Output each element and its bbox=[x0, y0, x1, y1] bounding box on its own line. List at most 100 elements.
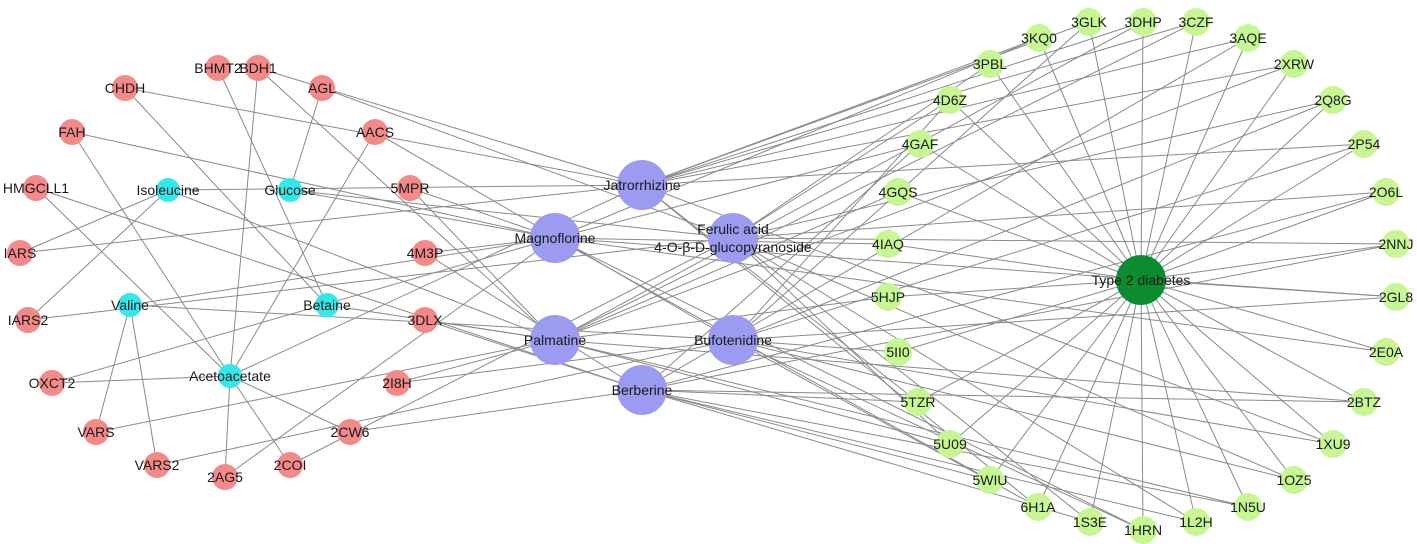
node-2p54[interactable]: 2P54 bbox=[1348, 130, 1381, 158]
node-circle-vars[interactable] bbox=[83, 419, 109, 445]
node-circle-magnoflorine[interactable] bbox=[530, 213, 580, 263]
node-circle-4iaq[interactable] bbox=[874, 230, 902, 258]
node-iars[interactable]: IARS bbox=[4, 240, 37, 266]
node-circle-vars2[interactable] bbox=[144, 452, 170, 478]
node-3pbl[interactable]: 3PBL bbox=[973, 50, 1007, 78]
node-circle-oxct2[interactable] bbox=[39, 370, 65, 396]
node-circle-2gl8[interactable] bbox=[1382, 283, 1410, 311]
node-2coi[interactable]: 2COI bbox=[274, 452, 307, 478]
node-circle-1l2h[interactable] bbox=[1182, 508, 1210, 536]
node-circle-iars2[interactable] bbox=[15, 307, 41, 333]
node-circle-5u09[interactable] bbox=[936, 430, 964, 458]
node-circle-hmgcll1[interactable] bbox=[23, 175, 49, 201]
node-oxct2[interactable]: OXCT2 bbox=[29, 370, 76, 396]
node-2btz[interactable]: 2BTZ bbox=[1347, 388, 1382, 416]
node-3dhp[interactable]: 3DHP bbox=[1124, 8, 1162, 36]
node-circle-2ag5[interactable] bbox=[212, 464, 238, 490]
node-2gl8[interactable]: 2GL8 bbox=[1379, 283, 1413, 311]
node-circle-2q8g[interactable] bbox=[1319, 86, 1347, 114]
node-4gqs[interactable]: 4GQS bbox=[879, 178, 918, 206]
node-circle-2i8h[interactable] bbox=[384, 370, 410, 396]
node-circle-1oz5[interactable] bbox=[1280, 466, 1308, 494]
node-bhmt2[interactable]: BHMT2 bbox=[194, 55, 242, 81]
node-bdh1[interactable]: BDH1 bbox=[239, 55, 277, 81]
node-betaine[interactable]: Betaine bbox=[303, 293, 351, 317]
node-4gaf[interactable]: 4GAF bbox=[902, 130, 939, 158]
node-circle-bdh1[interactable] bbox=[245, 55, 271, 81]
node-aacs[interactable]: AACS bbox=[356, 119, 394, 145]
node-circle-t2d[interactable] bbox=[1116, 255, 1166, 305]
node-circle-2nnj[interactable] bbox=[1382, 230, 1410, 258]
node-circle-5ii0[interactable] bbox=[884, 338, 912, 366]
node-glucose[interactable]: Glucose bbox=[264, 178, 316, 202]
node-vars[interactable]: VARS bbox=[77, 419, 115, 445]
node-circle-iars[interactable] bbox=[7, 240, 33, 266]
node-2q8g[interactable]: 2Q8G bbox=[1314, 86, 1352, 114]
node-5wiu[interactable]: 5WIU bbox=[973, 466, 1008, 494]
node-circle-2btz[interactable] bbox=[1350, 388, 1378, 416]
node-circle-2cw6[interactable] bbox=[337, 419, 363, 445]
node-5tzr[interactable]: 5TZR bbox=[901, 388, 936, 416]
node-circle-acetoacetate[interactable] bbox=[218, 364, 242, 388]
node-circle-2e0a[interactable] bbox=[1372, 338, 1400, 366]
node-circle-5tzr[interactable] bbox=[904, 388, 932, 416]
node-magnoflorine[interactable]: Magnoflorine bbox=[515, 213, 596, 263]
node-circle-1hrn[interactable] bbox=[1129, 516, 1157, 544]
node-circle-agl[interactable] bbox=[309, 75, 335, 101]
node-5mpr[interactable]: 5MPR bbox=[391, 175, 430, 201]
node-circle-palmatine[interactable] bbox=[530, 315, 580, 365]
node-circle-berberine[interactable] bbox=[617, 365, 667, 415]
node-t2d[interactable]: Type 2 diabetes bbox=[1092, 255, 1191, 305]
node-2e0a[interactable]: 2E0A bbox=[1369, 338, 1404, 366]
node-2xrw[interactable]: 2XRW bbox=[1274, 50, 1315, 78]
node-circle-5hjp[interactable] bbox=[874, 283, 902, 311]
node-3glk[interactable]: 3GLK bbox=[1071, 8, 1108, 36]
node-circle-3kq0[interactable] bbox=[1025, 24, 1053, 52]
node-circle-4gaf[interactable] bbox=[906, 130, 934, 158]
node-3aqe[interactable]: 3AQE bbox=[1229, 24, 1267, 52]
node-circle-3dlx[interactable] bbox=[412, 307, 438, 333]
node-2i8h[interactable]: 2I8H bbox=[382, 370, 412, 396]
node-iars2[interactable]: IARS2 bbox=[8, 307, 49, 333]
node-1oz5[interactable]: 1OZ5 bbox=[1276, 466, 1312, 494]
node-1xu9[interactable]: 1XU9 bbox=[1315, 430, 1351, 458]
node-1hrn[interactable]: 1HRN bbox=[1124, 516, 1162, 544]
node-circle-4gqs[interactable] bbox=[884, 178, 912, 206]
node-valine[interactable]: Valine bbox=[111, 293, 149, 317]
node-circle-valine[interactable] bbox=[118, 293, 142, 317]
node-circle-fah[interactable] bbox=[59, 119, 85, 145]
node-circle-2o6l[interactable] bbox=[1372, 178, 1400, 206]
node-circle-3pbl[interactable] bbox=[976, 50, 1004, 78]
node-2nnj[interactable]: 2NNJ bbox=[1378, 230, 1414, 258]
node-circle-2p54[interactable] bbox=[1350, 130, 1378, 158]
node-vars2[interactable]: VARS2 bbox=[135, 452, 180, 478]
node-5hjp[interactable]: 5HJP bbox=[871, 283, 905, 311]
node-isoleucine[interactable]: Isoleucine bbox=[136, 178, 200, 202]
node-circle-5mpr[interactable] bbox=[397, 175, 423, 201]
node-palmatine[interactable]: Palmatine bbox=[524, 315, 586, 365]
node-6h1a[interactable]: 6H1A bbox=[1020, 493, 1056, 521]
node-circle-jatrorrhizine[interactable] bbox=[617, 160, 667, 210]
node-4d6z[interactable]: 4D6Z bbox=[933, 86, 968, 114]
node-bufotenidine[interactable]: Bufotenidine bbox=[694, 315, 772, 365]
node-5u09[interactable]: 5U09 bbox=[933, 430, 967, 458]
node-2o6l[interactable]: 2O6L bbox=[1369, 178, 1403, 206]
node-1n5u[interactable]: 1N5U bbox=[1230, 493, 1266, 521]
node-circle-2xrw[interactable] bbox=[1280, 50, 1308, 78]
node-3czf[interactable]: 3CZF bbox=[1179, 8, 1214, 36]
node-2cw6[interactable]: 2CW6 bbox=[331, 419, 370, 445]
node-2ag5[interactable]: 2AG5 bbox=[207, 464, 243, 490]
node-hmgcll1[interactable]: HMGCLL1 bbox=[3, 175, 69, 201]
node-4iaq[interactable]: 4IAQ bbox=[872, 230, 904, 258]
node-1l2h[interactable]: 1L2H bbox=[1179, 508, 1213, 536]
node-circle-1s3e[interactable] bbox=[1076, 508, 1104, 536]
node-agl[interactable]: AGL bbox=[308, 75, 336, 101]
node-circle-4d6z[interactable] bbox=[936, 86, 964, 114]
node-3kq0[interactable]: 3KQ0 bbox=[1021, 24, 1057, 52]
node-3dlx[interactable]: 3DLX bbox=[407, 307, 443, 333]
node-circle-ferulic[interactable] bbox=[708, 213, 758, 263]
node-1s3e[interactable]: 1S3E bbox=[1073, 508, 1107, 536]
node-circle-2coi[interactable] bbox=[277, 452, 303, 478]
node-berberine[interactable]: Berberine bbox=[612, 365, 673, 415]
